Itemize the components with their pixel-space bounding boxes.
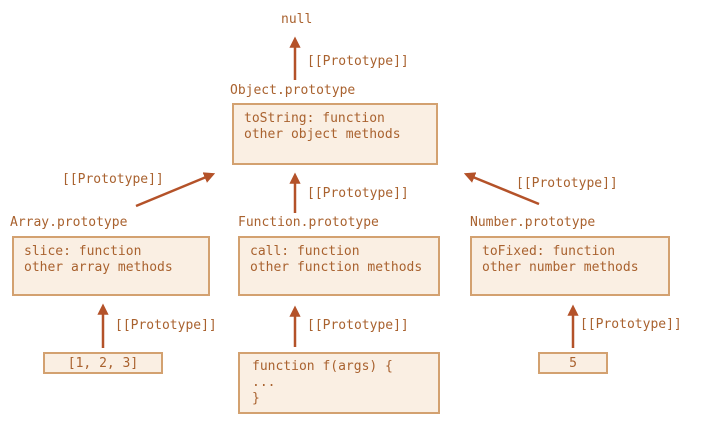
object-prototype-box: toString: function other object methods xyxy=(232,103,438,165)
array-value-box: [1, 2, 3] xyxy=(43,352,163,374)
number-prototype-box: toFixed: function other number methods xyxy=(470,236,670,296)
function-prototype-line-2: other function methods xyxy=(250,260,423,275)
prototype-label-function-to-object: [[Prototype]] xyxy=(307,186,409,201)
function-value-line-2: ... xyxy=(252,375,276,390)
array-prototype-line-2: other array methods xyxy=(24,260,173,275)
array-prototype-heading: Array.prototype xyxy=(10,215,128,230)
function-value-line-1: function f(args) { xyxy=(252,359,393,374)
function-prototype-line-1: call: function xyxy=(250,244,360,259)
array-prototype-box: slice: function other array methods xyxy=(12,236,210,296)
arrow-array-to-object xyxy=(135,172,216,208)
prototype-label-arrayvalue: [[Prototype]] xyxy=(115,318,217,333)
array-value-text: [1, 2, 3] xyxy=(67,355,139,371)
function-value-line-3: } xyxy=(252,391,260,406)
prototype-label-numbervalue: [[Prototype]] xyxy=(580,317,682,332)
array-prototype-line-1: slice: function xyxy=(24,244,142,259)
prototype-label-object-to-null: [[Prototype]] xyxy=(307,54,409,69)
object-prototype-heading: Object.prototype xyxy=(230,83,356,98)
prototype-label-number-to-object: [[Prototype]] xyxy=(516,176,618,191)
arrow-number-to-object xyxy=(463,172,540,206)
object-prototype-line-1: toString: function xyxy=(244,111,385,126)
function-prototype-heading: Function.prototype xyxy=(238,215,379,230)
number-prototype-line-2: other number methods xyxy=(482,260,639,275)
prototype-label-functionvalue: [[Prototype]] xyxy=(307,318,409,333)
null-node-label: null xyxy=(281,12,313,27)
number-prototype-line-1: toFixed: function xyxy=(482,244,616,259)
number-prototype-heading: Number.prototype xyxy=(470,215,596,230)
function-prototype-box: call: function other function methods xyxy=(238,236,440,296)
prototype-label-array-to-object: [[Prototype]] xyxy=(62,172,164,187)
number-value-text: 5 xyxy=(569,355,577,371)
number-value-box: 5 xyxy=(538,352,608,374)
object-prototype-line-2: other object methods xyxy=(244,127,401,142)
function-value-box: function f(args) { ... } xyxy=(238,352,440,414)
